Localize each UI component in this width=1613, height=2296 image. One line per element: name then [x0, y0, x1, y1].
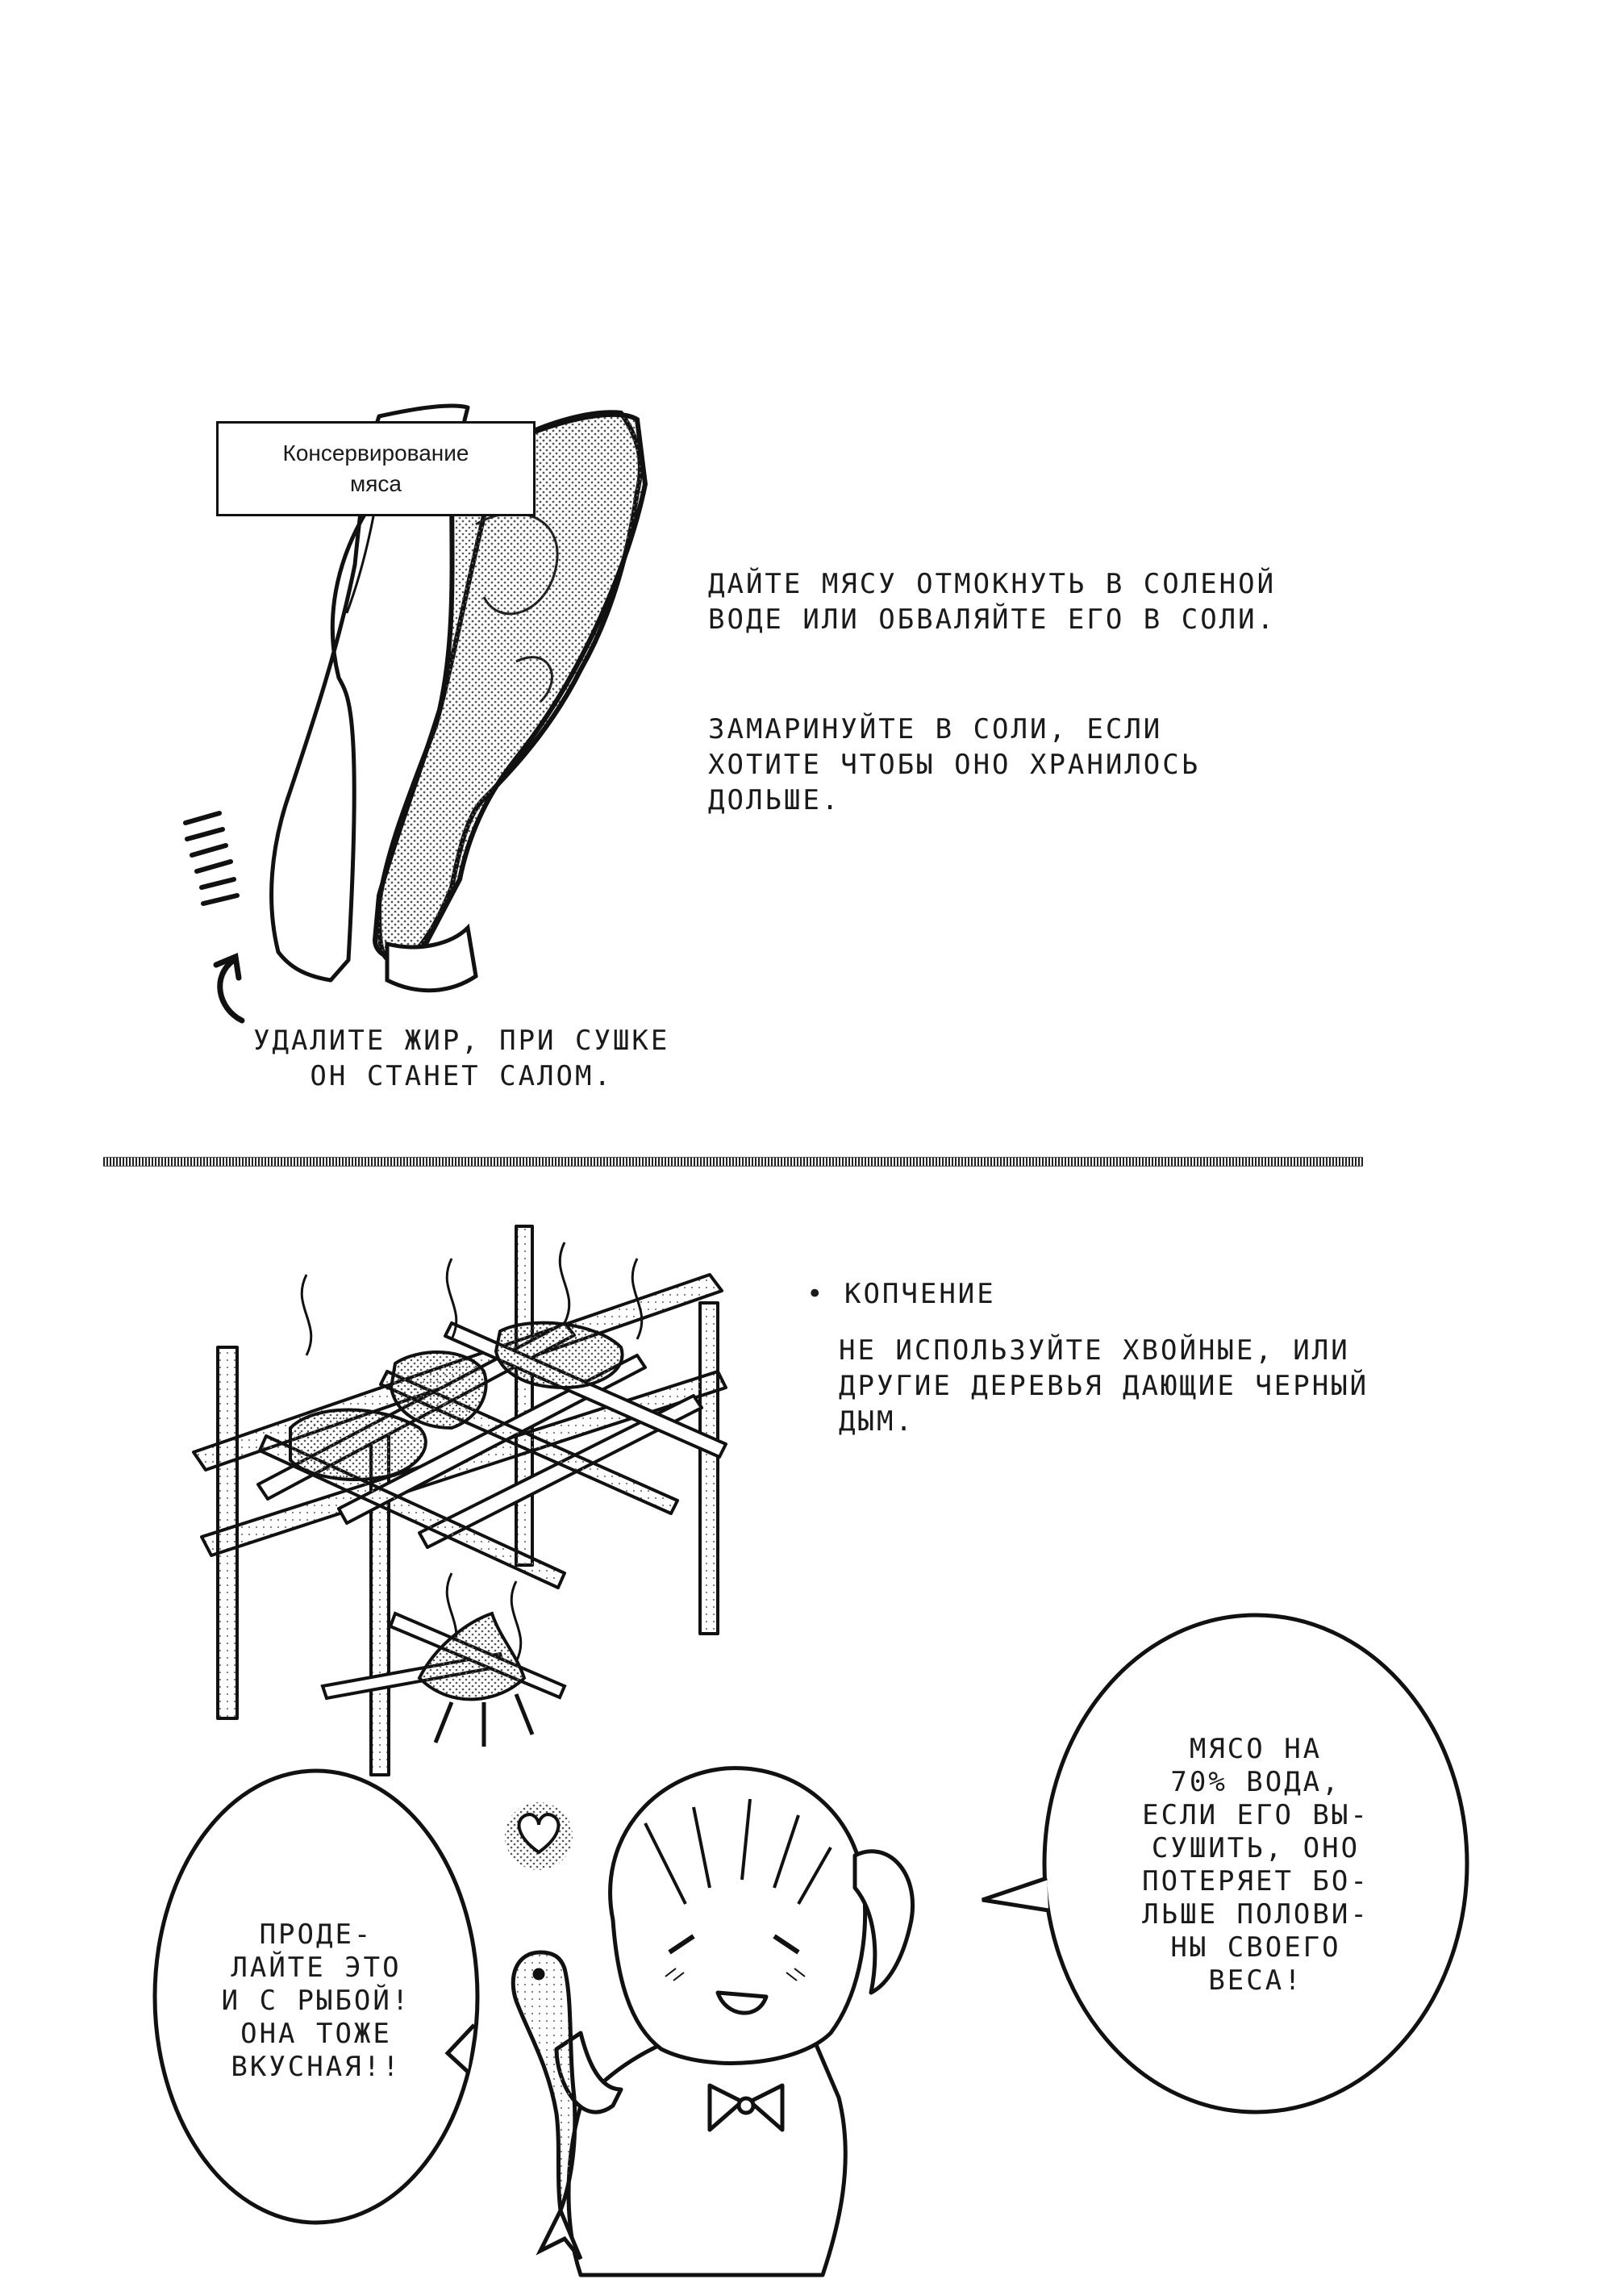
bubble-right-line5: потеряет бо- — [1142, 1865, 1369, 1897]
instruction-fat-line1: Удалите жир, при сушке — [253, 1025, 670, 1057]
steak-icon — [372, 410, 648, 993]
smoking-heading: • Копчение — [806, 1276, 996, 1312]
bubble-right-line4: сушить, оно — [1151, 1832, 1361, 1864]
bubble-left-line2: лайте это — [231, 1952, 402, 1984]
heart-icon — [505, 1802, 573, 1870]
bubble-left-line3: и с рыбой! — [221, 1985, 411, 2017]
smoking-text-line1: Не используйте хвойные, или — [839, 1334, 1350, 1367]
bubble-right-line1: Мясо на — [1189, 1733, 1323, 1765]
bubble-left-line5: вкусная!! — [231, 2051, 402, 2083]
smoking-text-line2: другие деревья дающие черный — [839, 1370, 1369, 1402]
instruction-soak-line2: воде или обваляйте его в соли. — [708, 603, 1277, 636]
section-title-box: Консервирование мяса — [216, 421, 536, 516]
instruction-marinate-line3: дольше. — [708, 784, 841, 816]
smoking-rack-icon — [192, 1225, 727, 1776]
instruction-marinate-line2: хотите чтобы оно хранилось — [708, 749, 1201, 781]
speech-bubble-right — [982, 1613, 1469, 2114]
instruction-fat-line2: он станет салом. — [310, 1060, 613, 1092]
bubble-right-line8: веса! — [1208, 1964, 1303, 1997]
bubble-right-line6: льше полови- — [1142, 1898, 1369, 1931]
arrow-icon — [213, 953, 245, 1024]
section-title-line2: мяса — [350, 471, 402, 496]
instruction-marinate: Замаринуйте в соли, если хотите чтобы он… — [708, 712, 1200, 818]
campfire-icon — [320, 1611, 567, 1747]
speech-bubble-left — [152, 1768, 480, 2225]
fish-icon — [511, 1950, 583, 2261]
smoking-text-line3: дым. — [839, 1405, 915, 1438]
motion-marks — [183, 811, 240, 906]
section-divider — [103, 1157, 1363, 1167]
instruction-fat: Удалите жир, при сушке он станет салом. — [253, 1023, 669, 1094]
instruction-soak: Дайте мясу отмокнуть в соленой воде или … — [708, 566, 1276, 637]
bubble-left-line4: Она тоже — [240, 2018, 392, 2050]
bubble-right-text: Мясо на 70% вода, если его вы- сушить, о… — [1102, 1733, 1409, 1998]
bubble-left-text: Проде- лайте это и с рыбой! Она тоже вку… — [187, 1918, 445, 2084]
girl-character-icon — [554, 1766, 915, 2277]
smoking-heading-text: Копчение — [844, 1278, 996, 1310]
bubble-right-line7: ны своего — [1170, 1931, 1341, 1964]
bullet-icon: • — [806, 1278, 826, 1310]
instruction-marinate-line1: Замаринуйте в соли, если — [708, 713, 1163, 745]
bubble-left-line1: Проде- — [259, 1918, 373, 1951]
smoking-text: Не используйте хвойные, или другие дерев… — [839, 1333, 1369, 1439]
bubble-right-line2: 70% вода, — [1170, 1766, 1341, 1798]
instruction-soak-line1: Дайте мясу отмокнуть в соленой — [708, 568, 1277, 600]
bubble-right-line3: если его вы- — [1142, 1799, 1369, 1831]
section-title-line1: Консервирование — [282, 440, 469, 465]
